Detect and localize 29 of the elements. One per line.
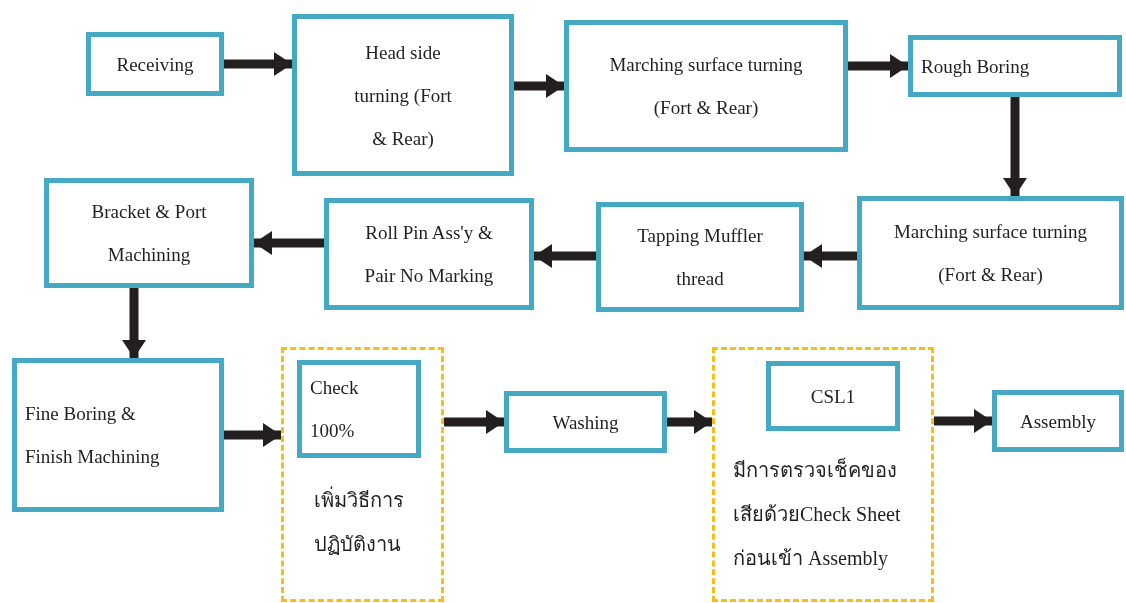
process-box: CSL1	[766, 361, 900, 431]
process-box: Head side turning (Fort & Rear)	[292, 14, 514, 176]
process-box: Marching surface turning (Fort & Rear)	[857, 196, 1124, 310]
arrow	[444, 410, 504, 434]
process-box: Rough Boring	[908, 35, 1122, 97]
dashed-group-box	[712, 347, 934, 602]
arrow	[254, 231, 324, 255]
arrow	[224, 52, 292, 76]
process-box: Receiving	[86, 32, 224, 96]
arrow	[534, 244, 596, 268]
process-box: Bracket & Port Machining	[44, 178, 254, 288]
arrow	[667, 410, 712, 434]
arrow	[804, 244, 857, 268]
process-box: Marching surface turning (Fort & Rear)	[564, 20, 848, 152]
process-box: Tapping Muffler thread	[596, 202, 804, 312]
process-box: Washing	[504, 391, 667, 453]
arrow	[514, 74, 564, 98]
arrow	[848, 54, 908, 78]
arrow	[1003, 97, 1027, 196]
process-box: Check 100%	[297, 360, 421, 458]
process-box: Fine Boring & Finish Machining	[12, 358, 224, 512]
dashed-group-box	[281, 347, 444, 602]
process-box: Roll Pin Ass'y & Pair No Marking	[324, 198, 534, 310]
process-box: Assembly	[992, 390, 1124, 452]
group-note: เพิ่มวิธีการปฏิบัติงาน	[314, 478, 424, 566]
group-note: มีการตรวจเช็คของเสียด้วยCheck Sheet ก่อนเข้า Assembly	[733, 456, 902, 572]
arrow	[224, 423, 281, 447]
arrow	[934, 409, 992, 433]
arrow	[122, 288, 146, 358]
